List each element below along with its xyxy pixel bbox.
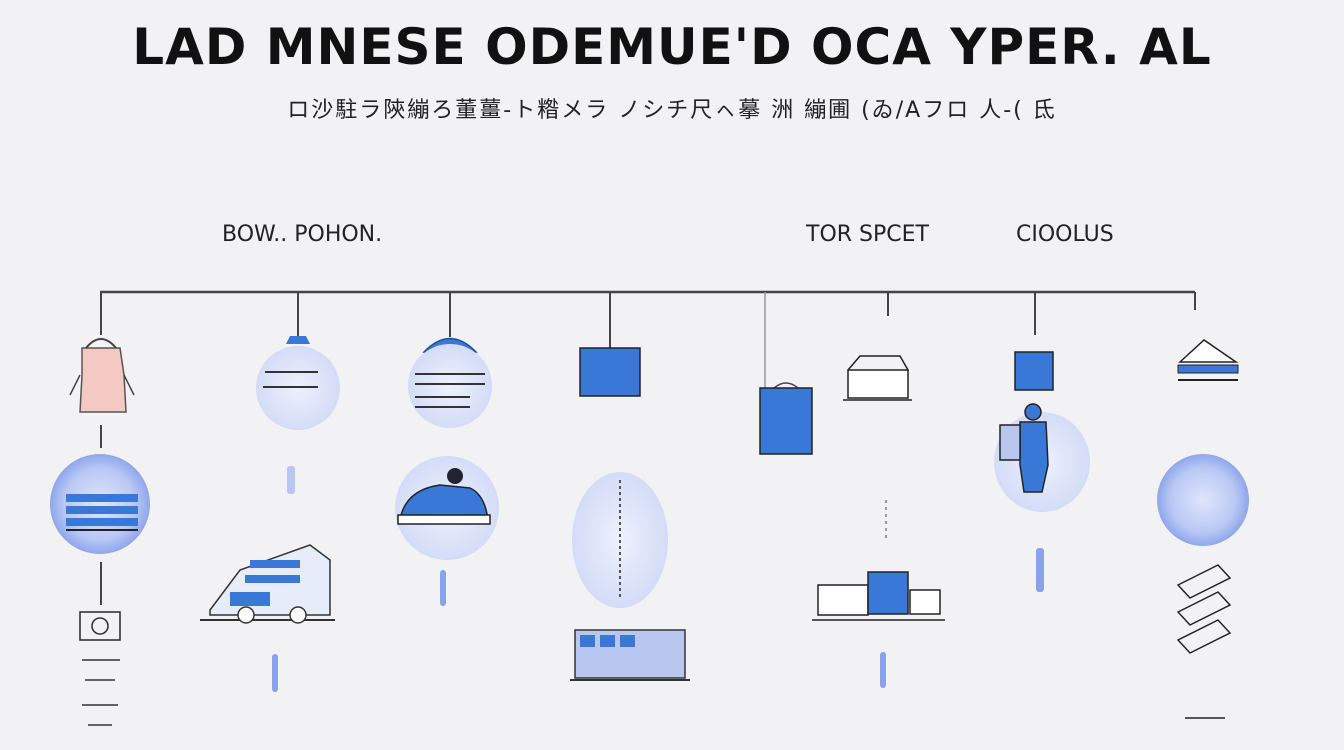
diagram-title: LAD MNESE ODEMUE'D OCA YPER. AL <box>132 18 1212 76</box>
branch-label-mid: TOR SPCET <box>806 222 929 247</box>
shopping-bag-icon <box>759 382 813 455</box>
car-icon <box>200 544 335 624</box>
book-icon <box>79 611 121 726</box>
marker <box>440 570 446 606</box>
text-lines-icon <box>415 373 485 408</box>
factory-icon <box>843 355 912 401</box>
marker <box>880 652 886 688</box>
box-icon <box>579 347 641 397</box>
hat-icon <box>1177 339 1239 381</box>
diagram-subtitle: ロ沙駐ラ陝繃ろ董薑-ト糌メラ ノシチ尺ㇸ摹 洲 繃圃 (ゐ/Aフロ 人-( 氐 <box>287 98 1057 123</box>
stack-icon <box>1176 564 1232 719</box>
node-circle <box>408 344 492 428</box>
branch-label-left: BOW.. POHON. <box>222 222 383 247</box>
node-circle <box>1157 454 1249 546</box>
person-icon <box>999 403 1049 493</box>
truck-icon <box>812 571 945 621</box>
stack-icon <box>66 494 138 531</box>
marker <box>272 654 278 692</box>
marker <box>287 466 295 494</box>
node-circle <box>50 454 150 554</box>
bag-handle-icon <box>286 336 310 344</box>
marker <box>1036 548 1044 592</box>
apron-icon <box>69 338 135 413</box>
text-lines-icon <box>263 371 318 388</box>
printer-icon <box>570 629 690 681</box>
laptop-icon <box>397 468 491 525</box>
box-icon <box>1014 351 1054 391</box>
branch-label-right: CIOOLUS <box>1016 222 1114 247</box>
